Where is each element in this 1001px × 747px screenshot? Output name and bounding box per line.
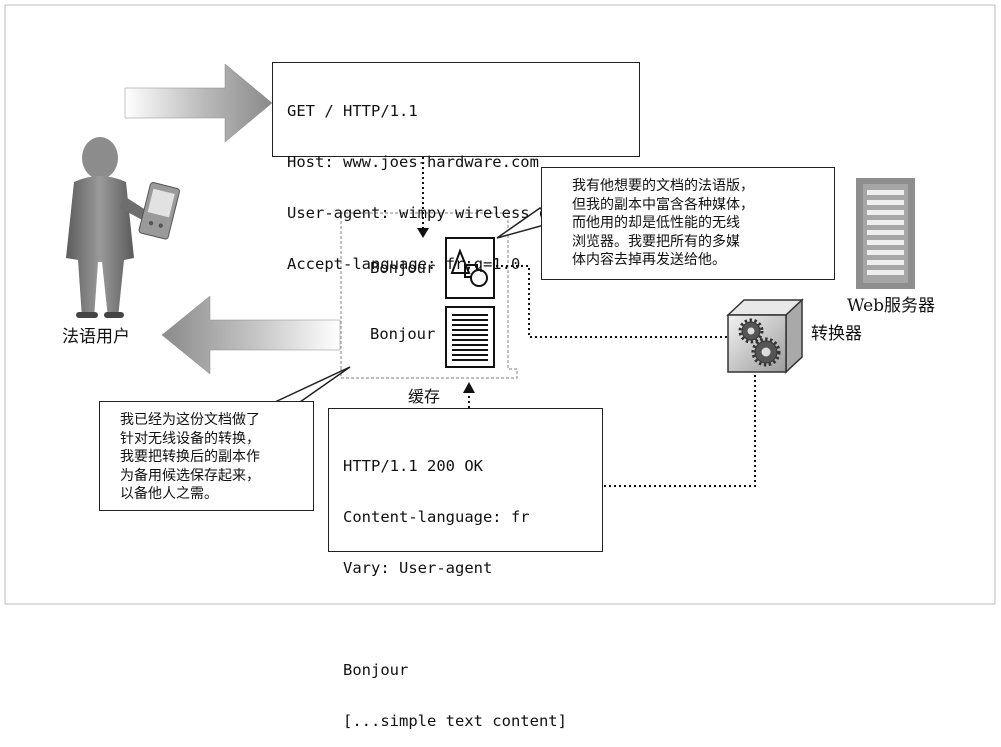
arrowhead-up bbox=[463, 382, 475, 393]
doc-label-bottom: Bonjour bbox=[370, 325, 436, 343]
response-box: HTTP/1.1 200 OK Content-language: fr Var… bbox=[328, 408, 603, 730]
cache-label: 缓存 bbox=[408, 387, 441, 406]
server-note-line: 体内容去掉再发送给他。 bbox=[572, 252, 726, 268]
server-note-line: 而他用的却是低性能的无线 bbox=[572, 215, 740, 231]
doc-label-top: Bonjour bbox=[370, 259, 436, 277]
cache-note-line: 我已经为这份文档做了 bbox=[120, 412, 260, 428]
server-note-line: 我有他想要的文档的法语版， bbox=[572, 178, 754, 194]
arrowhead-down bbox=[417, 228, 429, 238]
response-status: HTTP/1.1 200 OK bbox=[343, 457, 483, 475]
response-arrow bbox=[161, 295, 341, 375]
cache-note-line: 以备他人之需。 bbox=[120, 486, 218, 502]
transcoder-label: 转换器 bbox=[811, 324, 862, 344]
outer-border bbox=[4, 4, 996, 605]
request-host: Host: www.joes-hardware.com bbox=[287, 153, 539, 171]
server-note-bubble: 我有他想要的文档的法语版， 但我的副本中富含各种媒体， 而他用的却是低性能的无线… bbox=[541, 167, 835, 280]
diagram-frame bbox=[4, 4, 996, 605]
cache-note-tail bbox=[274, 366, 351, 403]
server-note-line: 浏览器。我要把所有的多媒 bbox=[572, 233, 740, 250]
web-server-label: Web服务器 bbox=[847, 296, 936, 316]
diagram-graphics bbox=[4, 4, 996, 605]
response-content-language: Content-language: fr bbox=[343, 508, 530, 526]
cache-note-bubble: 我已经为这份文档做了 针对无线设备的转换， 我要把转换后的副本作 为备用候选保存… bbox=[99, 401, 314, 511]
response-blank bbox=[343, 611, 602, 628]
document-icon-text bbox=[445, 306, 495, 368]
server-note-line: 但我的副本中富含各种媒体， bbox=[572, 196, 754, 213]
request-accept-language: Accept-language: fr;q=1.0 bbox=[287, 255, 521, 273]
request-arrow bbox=[124, 63, 273, 143]
request-box: GET / HTTP/1.1 Host: www.joes-hardware.c… bbox=[272, 62, 640, 273]
response-vary: Vary: User-agent bbox=[343, 559, 493, 577]
response-body-content: [...simple text content] bbox=[343, 712, 567, 730]
response-body-word: Bonjour bbox=[343, 661, 409, 679]
user-figure-icon bbox=[66, 137, 180, 318]
cache-note-line: 针对无线设备的转换， bbox=[120, 430, 260, 447]
transcoder-cube-icon bbox=[726, 298, 804, 374]
user-label: 法语用户 bbox=[62, 327, 130, 347]
cache-note-line: 我要把转换后的副本作 bbox=[120, 449, 260, 465]
web-server-icon bbox=[856, 178, 915, 289]
flow-lines bbox=[422, 157, 756, 487]
cache-note-line: 为备用候选保存起来， bbox=[120, 467, 260, 484]
request-line: GET / HTTP/1.1 bbox=[287, 102, 418, 120]
document-icon-shapes bbox=[445, 237, 495, 299]
